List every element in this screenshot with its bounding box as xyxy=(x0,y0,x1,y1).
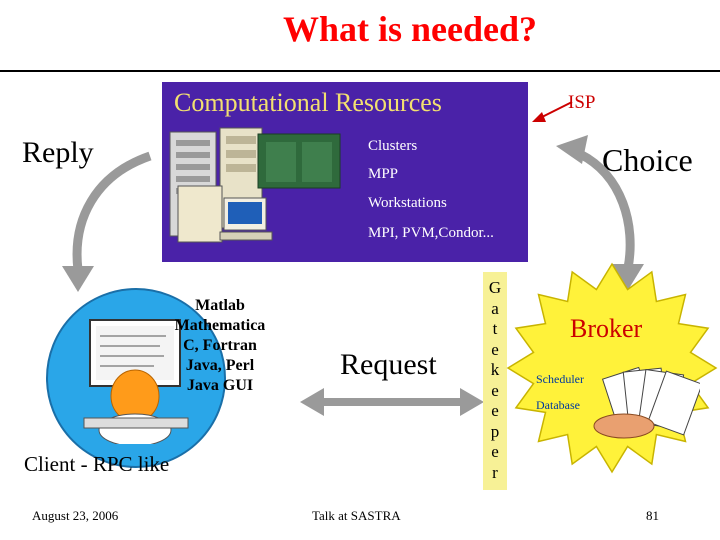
request-right-arrowhead-icon xyxy=(460,388,484,416)
isp-label: ISP xyxy=(568,92,596,113)
gatekeeper-letter: t xyxy=(492,319,498,338)
page-number: 81 xyxy=(646,508,659,523)
gatekeeper-letter: e xyxy=(491,380,499,400)
resource-clusters: Clusters xyxy=(368,138,418,154)
gatekeeper-letter: e xyxy=(491,401,499,420)
choice-arrowhead-icon xyxy=(612,264,644,290)
tool-java-gui: Java GUI xyxy=(186,377,254,394)
computer-hardware-icon xyxy=(169,127,341,243)
gatekeeper-label: G a t e k e e p e r xyxy=(483,278,507,483)
tool-mathematica: Mathematica xyxy=(174,317,266,334)
resource-middleware: MPI, PVM,Condor... xyxy=(368,225,494,241)
client-label: Client - RPC like xyxy=(24,452,170,476)
choice-arrow-tail-icon xyxy=(556,135,588,164)
broker-scheduler: Scheduler xyxy=(536,372,584,386)
reply-arrowhead-icon xyxy=(62,266,94,292)
choice-arrow-shaft xyxy=(577,149,635,269)
tool-matlab: Matlab xyxy=(195,297,245,314)
request-left-arrowhead-icon xyxy=(300,388,324,416)
gatekeeper-letter: a xyxy=(491,298,499,318)
gatekeeper-letter: e xyxy=(491,442,499,461)
tool-c-fortran: C, Fortran xyxy=(183,337,257,354)
resources-heading: Computational Resources xyxy=(174,88,442,117)
client-tools-list: Matlab Mathematica C, Fortran Java, Perl… xyxy=(150,296,290,396)
gatekeeper-letter: k xyxy=(490,360,500,379)
resource-mpp: MPP xyxy=(368,166,399,182)
slide-title: What is needed? xyxy=(282,9,538,49)
gatekeeper-letter: p xyxy=(490,421,500,441)
gatekeeper-bar xyxy=(483,272,507,490)
title-divider xyxy=(0,70,720,72)
playing-cards-icon xyxy=(593,366,700,439)
request-label: Request xyxy=(340,348,437,381)
footer-talk: Talk at SASTRA xyxy=(312,508,401,523)
gatekeeper-letter: e xyxy=(491,339,499,359)
gatekeeper-letter: G xyxy=(488,278,502,297)
gatekeeper-letter: r xyxy=(492,462,498,482)
footer-date: August 23, 2006 xyxy=(32,508,119,523)
resource-workstations: Workstations xyxy=(368,195,447,211)
broker-database: Database xyxy=(536,398,580,412)
broker-label: Broker xyxy=(570,314,643,343)
reply-label: Reply xyxy=(22,136,94,169)
reply-arrow-shaft xyxy=(72,151,152,271)
user-at-computer-icon xyxy=(83,319,189,444)
tool-java-perl: Java, Perl xyxy=(185,357,255,374)
isp-arrow-icon xyxy=(532,101,573,122)
choice-label: Choice xyxy=(602,142,693,178)
